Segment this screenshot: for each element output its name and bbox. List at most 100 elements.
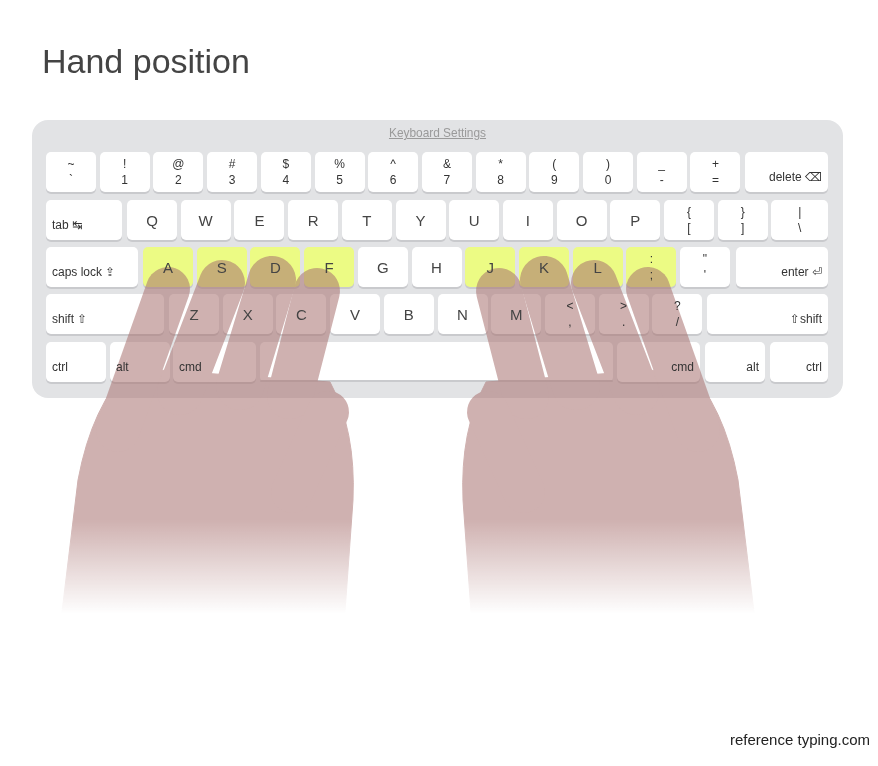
- key-label: C: [296, 306, 307, 323]
- key-label: ': [704, 267, 706, 283]
- key-label: /: [676, 314, 679, 330]
- key-label: alt: [746, 360, 759, 374]
- key-label: alt: [116, 360, 129, 374]
- key-label: ): [606, 156, 610, 172]
- key-label: cmd: [671, 360, 694, 374]
- keyboard-key: !1: [100, 152, 150, 192]
- key-label: #: [229, 156, 236, 172]
- home-row-key: :;: [626, 247, 676, 287]
- keyboard-key: O: [557, 200, 607, 240]
- keyboard-key: {[: [664, 200, 714, 240]
- key-label: ?: [674, 298, 681, 314]
- keyboard-key: |\: [771, 200, 828, 240]
- key-label: R: [308, 212, 319, 229]
- keyboard-key: *8: [476, 152, 526, 192]
- key-label: V: [350, 306, 360, 323]
- key-label: !: [123, 156, 126, 172]
- space-bar: [260, 342, 613, 382]
- key-label: 8: [497, 172, 504, 188]
- keyboard-key: _-: [637, 152, 687, 192]
- key-label: X: [243, 306, 253, 323]
- keyboard-key: H: [412, 247, 462, 287]
- keyboard-key: E: [234, 200, 284, 240]
- keyboard-key: M: [491, 294, 541, 334]
- key-label: L: [593, 259, 601, 276]
- keyboard-key: (9: [529, 152, 579, 192]
- key-label: @: [172, 156, 184, 172]
- keyboard-key: alt: [110, 342, 170, 382]
- keyboard-key: tab ↹: [46, 200, 122, 240]
- home-row-key: A: [143, 247, 193, 287]
- key-label: ,: [568, 314, 571, 330]
- keyboard-key: P: [610, 200, 660, 240]
- keyboard-key: shift ⇧: [46, 294, 164, 334]
- key-label: Y: [415, 212, 425, 229]
- key-label: ": [703, 251, 707, 267]
- key-label: =: [712, 172, 719, 188]
- key-label: {: [687, 204, 691, 220]
- key-label: 9: [551, 172, 558, 188]
- key-label: ctrl: [806, 360, 822, 374]
- key-label: 7: [444, 172, 451, 188]
- key-label: ~: [67, 156, 74, 172]
- keyboard-key: N: [438, 294, 488, 334]
- home-row-key: J: [465, 247, 515, 287]
- keyboard-key: cmd: [173, 342, 256, 382]
- keyboard-key: cmd: [617, 342, 700, 382]
- key-label: %: [334, 156, 345, 172]
- keyboard-body: Keyboard Settings~`!1@2#3$4%5^6&7*8(9)0_…: [32, 120, 843, 398]
- keyboard-key: ctrl: [46, 342, 106, 382]
- keyboard-key: caps lock ⇪: [46, 247, 138, 287]
- key-label: U: [469, 212, 480, 229]
- key-label: +: [712, 156, 719, 172]
- key-label: ctrl: [52, 360, 68, 374]
- key-label: B: [404, 306, 414, 323]
- keyboard-key: R: [288, 200, 338, 240]
- key-label: -: [660, 172, 664, 188]
- key-label: A: [163, 259, 173, 276]
- key-label: *: [498, 156, 503, 172]
- key-label: J: [486, 259, 494, 276]
- keyboard-key: X: [223, 294, 273, 334]
- key-label: (: [552, 156, 556, 172]
- keyboard-key: ^6: [368, 152, 418, 192]
- key-label: H: [431, 259, 442, 276]
- key-label: F: [325, 259, 334, 276]
- keyboard-key: )0: [583, 152, 633, 192]
- key-label: `: [69, 172, 73, 188]
- keyboard-key: ?/: [652, 294, 702, 334]
- key-label: 5: [336, 172, 343, 188]
- key-label: 3: [229, 172, 236, 188]
- keyboard-key: +=: [690, 152, 740, 192]
- keyboard-key: U: [449, 200, 499, 240]
- key-label: E: [254, 212, 264, 229]
- key-label: Z: [189, 306, 198, 323]
- key-label: P: [630, 212, 640, 229]
- keyboard-key: B: [384, 294, 434, 334]
- source-caption: reference typing.com: [730, 731, 870, 748]
- key-label: <: [566, 298, 573, 314]
- keyboard-key: ~`: [46, 152, 96, 192]
- key-label: 1: [121, 172, 128, 188]
- key-label: 2: [175, 172, 182, 188]
- key-label: enter ⏎: [781, 265, 822, 279]
- key-label: M: [510, 306, 523, 323]
- key-label: [: [687, 220, 690, 236]
- keyboard-key: enter ⏎: [736, 247, 828, 287]
- key-label: Q: [146, 212, 158, 229]
- key-label: :: [650, 251, 653, 267]
- keyboard-key: #3: [207, 152, 257, 192]
- key-label: K: [539, 259, 549, 276]
- keyboard-key: >.: [599, 294, 649, 334]
- keyboard-key: %5: [315, 152, 365, 192]
- key-label: cmd: [179, 360, 202, 374]
- key-label: G: [377, 259, 389, 276]
- key-label: $: [282, 156, 289, 172]
- key-label: _: [658, 156, 665, 172]
- keyboard-key: ctrl: [770, 342, 828, 382]
- key-label: \: [798, 220, 801, 236]
- keyboard-key: T: [342, 200, 392, 240]
- key-label: N: [457, 306, 468, 323]
- keyboard-key: Q: [127, 200, 177, 240]
- left-hand: [62, 280, 353, 612]
